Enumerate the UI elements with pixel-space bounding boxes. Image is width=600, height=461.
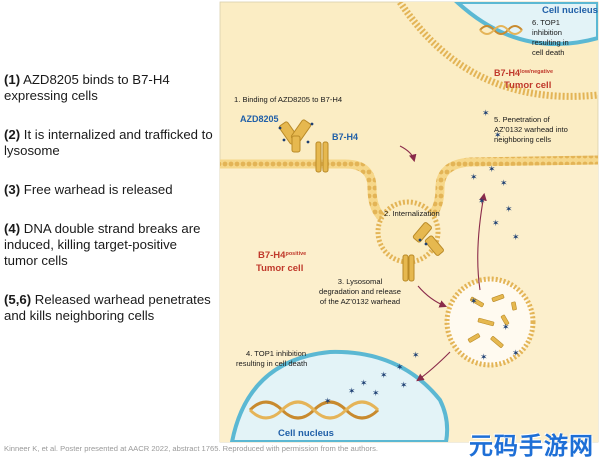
top-nucleus-label: Cell nucleus xyxy=(542,5,598,16)
target-cell-b7h4: B7-H4positive xyxy=(258,250,306,261)
svg-text:✶: ✶ xyxy=(488,165,496,175)
target-b7h4-sup: positive xyxy=(285,251,306,257)
svg-text:✶: ✶ xyxy=(348,387,356,397)
step6-line: 6. TOP1 xyxy=(532,18,560,27)
step-number: (5,6) xyxy=(4,292,32,307)
svg-text:✶: ✶ xyxy=(360,379,368,389)
step2-label: 2. Internalization xyxy=(384,209,440,218)
step5-line: AZ’0132 warhead into xyxy=(494,125,568,134)
step4-line: 4. TOP1 inhibition xyxy=(246,349,306,358)
step1-label: 1. Binding of AZD8205 to B7-H4 xyxy=(234,95,342,104)
svg-text:✶: ✶ xyxy=(512,233,520,243)
svg-text:✶: ✶ xyxy=(502,323,510,333)
svg-text:✶: ✶ xyxy=(396,363,404,373)
arrow-binding xyxy=(399,145,417,163)
svg-text:✶: ✶ xyxy=(482,109,490,119)
step-text: Released warhead penetrates and kills ne… xyxy=(4,292,211,323)
step-text: It is internalized and trafficked to lys… xyxy=(4,127,213,158)
svg-text:✶: ✶ xyxy=(380,371,388,381)
adc-antibody-icon xyxy=(278,119,314,153)
step-5-6: (5,6) Released warhead penetrates and ki… xyxy=(4,292,214,324)
step6-line: inhibition xyxy=(532,28,562,37)
step5-line: 5. Penetration of xyxy=(494,115,551,124)
step-number: (1) xyxy=(4,72,21,87)
receptor-label: B7-H4 xyxy=(332,132,358,142)
dna-bottom-icon xyxy=(248,400,380,420)
step3-label: 3. Lysosomal degradation and release of … xyxy=(319,277,401,306)
svg-text:✶: ✶ xyxy=(492,219,500,229)
step-text: Free warhead is released xyxy=(23,182,173,197)
step-number: (2) xyxy=(4,127,21,142)
step-text: AZD8205 binds to B7-H4 expressing cells xyxy=(4,72,170,103)
svg-text:✶: ✶ xyxy=(480,353,488,363)
process-arrows xyxy=(399,145,487,382)
svg-text:✶: ✶ xyxy=(324,397,332,407)
bottom-nucleus-label: Cell nucleus xyxy=(278,428,334,439)
neighbor-b7h4-sup: low/negative xyxy=(520,69,553,75)
internalized-receptor-icon xyxy=(402,254,415,282)
warhead-stars: ✶✶✶ ✶✶✶ ✶✶✶ ✶✶✶ ✶✶✶ ✶✶✶ ✶✶✶ xyxy=(324,109,520,407)
step-text: DNA double strand breaks are induced, ki… xyxy=(4,221,201,268)
citation: Kinneer K, et al. Poster presented at AA… xyxy=(4,444,378,453)
step3-line: 3. Lysosomal xyxy=(338,277,383,286)
steps-list: (1) AZD8205 binds to B7-H4 expressing ce… xyxy=(4,72,214,347)
step5-label: 5. Penetration of AZ’0132 warhead into n… xyxy=(494,115,568,144)
internalized-adc-icon xyxy=(412,222,444,256)
svg-text:✶: ✶ xyxy=(470,297,478,307)
step6-line: cell death xyxy=(532,48,565,57)
neighbor-cell-membrane xyxy=(397,2,598,100)
svg-text:✶: ✶ xyxy=(372,389,380,399)
step4-line: resulting in cell death xyxy=(236,359,307,368)
step4-label: 4. TOP1 inhibition resulting in cell dea… xyxy=(236,349,307,368)
svg-text:✶: ✶ xyxy=(400,381,408,391)
b7h4-receptor-icon xyxy=(315,141,329,173)
watermark-logo: 元码手游网 xyxy=(469,432,594,460)
arrow-to-nucleus xyxy=(416,351,451,382)
svg-text:✶: ✶ xyxy=(505,205,513,215)
svg-text:✶: ✶ xyxy=(494,131,502,141)
lysosome-fragments xyxy=(467,294,517,348)
step-number: (3) xyxy=(4,182,21,197)
bottom-nucleus xyxy=(229,349,450,442)
step6-label: 6. TOP1 inhibition resulting in cell dea… xyxy=(532,18,569,57)
top-nucleus xyxy=(454,2,598,46)
step5-line: neighboring cells xyxy=(494,135,551,144)
dna-top-icon xyxy=(479,25,523,35)
svg-text:✶: ✶ xyxy=(412,351,420,361)
step3-line: of the AZ’0132 warhead xyxy=(320,297,400,306)
step-number: (4) xyxy=(4,221,21,236)
neighbor-b7h4-text: B7-H4 xyxy=(494,68,520,78)
target-b7h4-text: B7-H4 xyxy=(258,250,286,261)
arrow-penetration xyxy=(477,192,487,291)
neighbor-cell-b7h4: B7-H4low/negative xyxy=(494,68,553,78)
step6-line: resulting in xyxy=(532,38,569,47)
step3-line: degradation and release xyxy=(319,287,401,296)
step-4: (4) DNA double strand breaks are induced… xyxy=(4,221,214,269)
svg-text:✶: ✶ xyxy=(512,349,520,359)
svg-text:✶: ✶ xyxy=(500,179,508,189)
svg-text:✶: ✶ xyxy=(478,197,486,207)
arrow-degradation xyxy=(417,285,448,308)
neighbor-cell-label: Tumor cell xyxy=(504,80,551,91)
adc-label: AZD8205 xyxy=(240,114,279,124)
step-2: (2) It is internalized and trafficked to… xyxy=(4,127,214,159)
step-3: (3) Free warhead is released xyxy=(4,182,214,198)
svg-text:✶: ✶ xyxy=(470,173,478,183)
target-cell-label: Tumor cell xyxy=(256,263,303,274)
endosome xyxy=(375,199,441,265)
step-1: (1) AZD8205 binds to B7-H4 expressing ce… xyxy=(4,72,214,104)
